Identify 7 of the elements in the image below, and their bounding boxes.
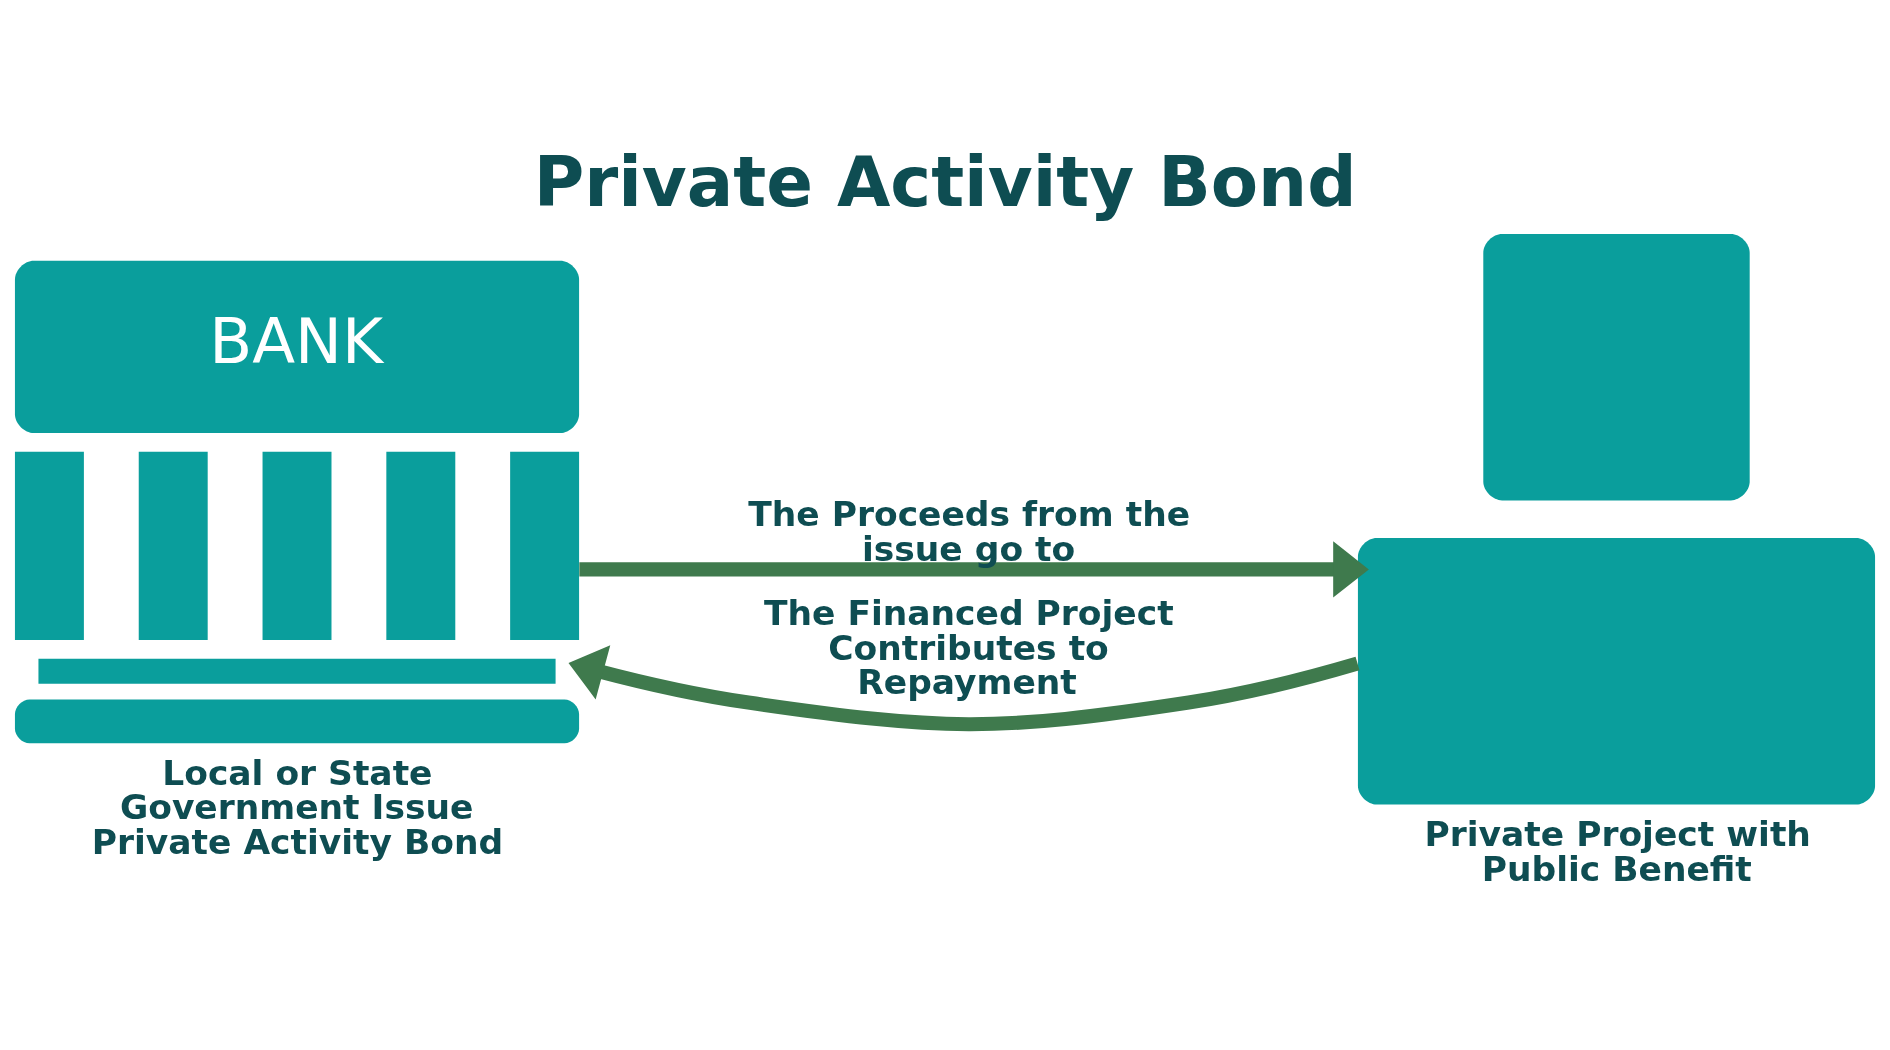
edge-label: The Financed Project Contributes to Repayment (764, 592, 1174, 702)
node-label: Private Project with Public Benefit (1424, 813, 1811, 889)
arrow (568, 644, 1360, 731)
diagram-title: Private Activity Bond (533, 141, 1357, 222)
edge-label: The Proceeds from the issue go to (748, 493, 1191, 569)
node-label: Local or State Government Issue Private Activity Bond (91, 752, 504, 862)
arrow (579, 540, 1369, 597)
